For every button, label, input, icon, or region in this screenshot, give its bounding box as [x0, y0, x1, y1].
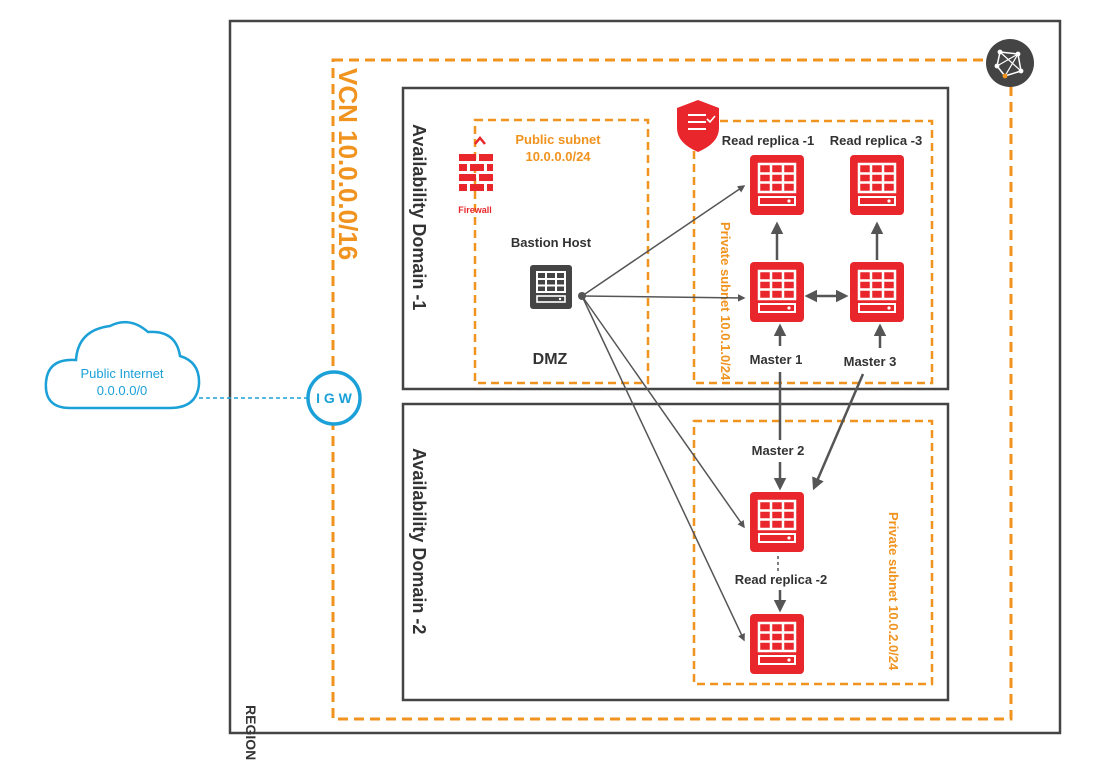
read-replica-2-label: Read replica -2: [735, 572, 828, 587]
read-replica-1-icon: [748, 153, 806, 217]
private-subnet-1-label: Private subnet 10.0.1.0/24: [718, 222, 733, 381]
read-replica-2-icon: [748, 612, 806, 676]
read-replica-3-icon: [848, 153, 906, 217]
public-subnet-cidr: 10.0.0.0/24: [525, 149, 591, 164]
region-box: [228, 19, 1062, 735]
public-internet-cidr: 0.0.0.0/0: [97, 383, 148, 398]
master-1-icon: [748, 260, 806, 324]
public-subnet-name: Public subnet: [515, 132, 601, 147]
firewall-label: Firewall: [458, 205, 492, 215]
master-1-label: Master 1: [750, 352, 803, 367]
region-label: REGION: [243, 705, 259, 760]
private-subnet-2-label: Private subnet 10.0.2.0/24: [886, 512, 901, 671]
master-3-label: Master 3: [844, 354, 897, 369]
bastion-connection-point: [578, 292, 586, 300]
dmz-label: DMZ: [533, 351, 568, 368]
private-subnet-1-box: [692, 119, 934, 385]
bastion-host-label: Bastion Host: [511, 235, 592, 250]
availability-domain-2-label: Availability Domain -2: [409, 448, 429, 634]
firewall-icon: [459, 136, 493, 191]
vcn-label: VCN 10.0.0.0/16: [333, 68, 363, 260]
public-internet-name: Public Internet: [80, 366, 163, 381]
master-2-label: Master 2: [752, 443, 805, 458]
internet-gateway-icon: [306, 370, 362, 426]
public-internet-cloud: [44, 320, 201, 410]
bastion-host-icon: [530, 265, 572, 309]
read-replica-3-label: Read replica -3: [830, 133, 923, 148]
security-shield-icon: [677, 100, 719, 152]
availability-domain-2-box: [401, 402, 950, 702]
master-2-icon: [748, 490, 806, 554]
availability-domain-1-box: [401, 86, 950, 391]
bastion-connections: [581, 185, 746, 642]
network-hub-icon: [986, 39, 1034, 87]
private-subnet-2-box: [692, 419, 934, 686]
read-replica-1-label: Read replica -1: [722, 133, 815, 148]
replication-arrows: [770, 221, 887, 613]
availability-domain-1-label: Availability Domain -1: [409, 124, 429, 310]
master-3-icon: [848, 260, 906, 324]
igw-label: I G W: [316, 390, 353, 406]
